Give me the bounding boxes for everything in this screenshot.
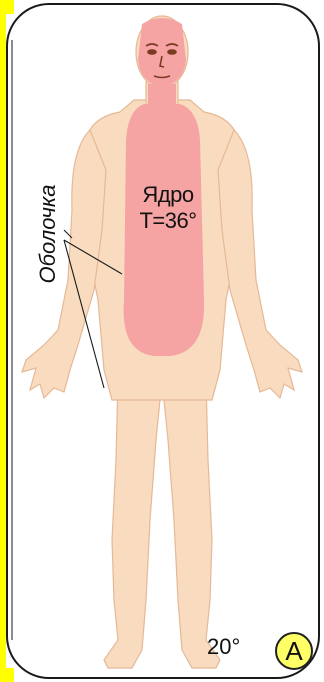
panel-letter-badge: A <box>275 632 313 670</box>
shell-label: Оболочка <box>35 185 61 284</box>
right-eye <box>168 50 176 54</box>
frame-accent-bar <box>0 0 6 682</box>
left-eye <box>148 50 156 54</box>
core-label: Ядро T=36° <box>118 182 218 234</box>
ambient-temperature-label: 20° <box>207 634 240 660</box>
core-label-title: Ядро <box>118 182 218 208</box>
core-label-temperature: T=36° <box>118 208 218 234</box>
